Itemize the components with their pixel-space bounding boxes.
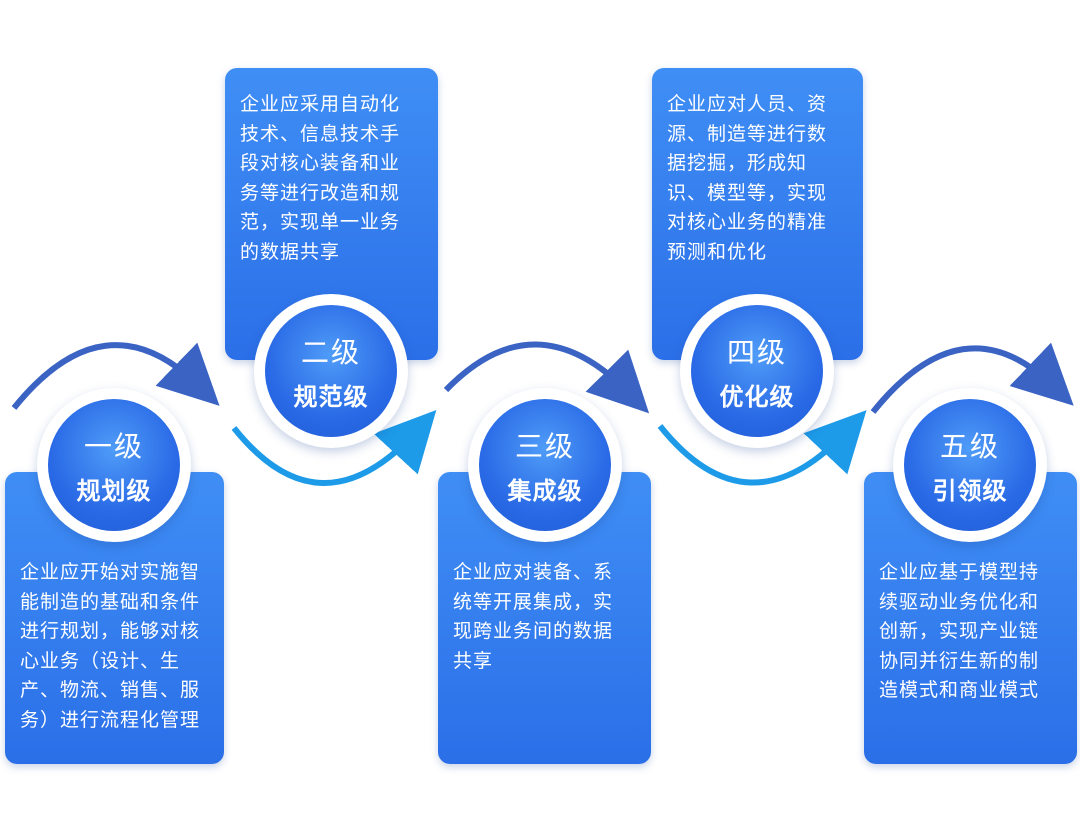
- stage-2-level: 二级: [300, 336, 361, 369]
- stage-2-badge: 二级 规范级: [254, 294, 408, 448]
- stage-3-badge: 三级 集成级: [468, 388, 622, 542]
- stage-1-level: 一级: [83, 430, 144, 463]
- stage-4-description: 企业应对人员、资 源、制造等进行数 据挖掘，形成知 识、模型等，实现 对核心业务…: [667, 93, 828, 263]
- stage-3-name: 集成级: [507, 477, 583, 505]
- stage-4-card: 企业应对人员、资 源、制造等进行数 据挖掘，形成知 识、模型等，实现 对核心业务…: [652, 68, 863, 360]
- stage-5-name: 引领级: [932, 477, 1008, 505]
- stage-3-level: 三级: [514, 430, 575, 463]
- stage-2-name: 规范级: [293, 383, 369, 411]
- stage-4-name: 优化级: [719, 383, 795, 411]
- stage-4-badge: 四级 优化级: [680, 294, 834, 448]
- arc-arrow-upper-2: [443, 341, 650, 414]
- arc-arrow-upper-3: [870, 342, 1074, 414]
- stage-2-card: 企业应采用自动化 技术、信息技术手 段对核心装备和业 务等进行改造和规 范，实现…: [225, 68, 438, 360]
- arc-arrow-lower-2: [657, 410, 867, 486]
- arc-arrow-lower-1: [231, 409, 437, 486]
- stage-5-level: 五级: [939, 430, 1000, 463]
- stage-3-description: 企业应对装备、系 统等开展集成，实 现跨业务间的数据 共享: [453, 561, 614, 672]
- stage-1-name: 规划级: [76, 477, 152, 505]
- arc-arrow-upper-1: [11, 342, 220, 410]
- stage-4-level: 四级: [726, 336, 787, 369]
- stage-1-badge: 一级 规划级: [37, 388, 191, 542]
- stage-2-description: 企业应采用自动化 技术、信息技术手 段对核心装备和业 务等进行改造和规 范，实现…: [240, 93, 401, 263]
- stage-5-description: 企业应基于模型持 续驱动业务优化和 创新，实现产业链 协同并衍生新的制 造模式和…: [879, 561, 1040, 701]
- stage-5-badge: 五级 引领级: [893, 388, 1047, 542]
- stage-1-description: 企业应开始对实施智 能制造的基础和条件 进行规划，能够对核 心业务（设计、生 产…: [20, 561, 201, 731]
